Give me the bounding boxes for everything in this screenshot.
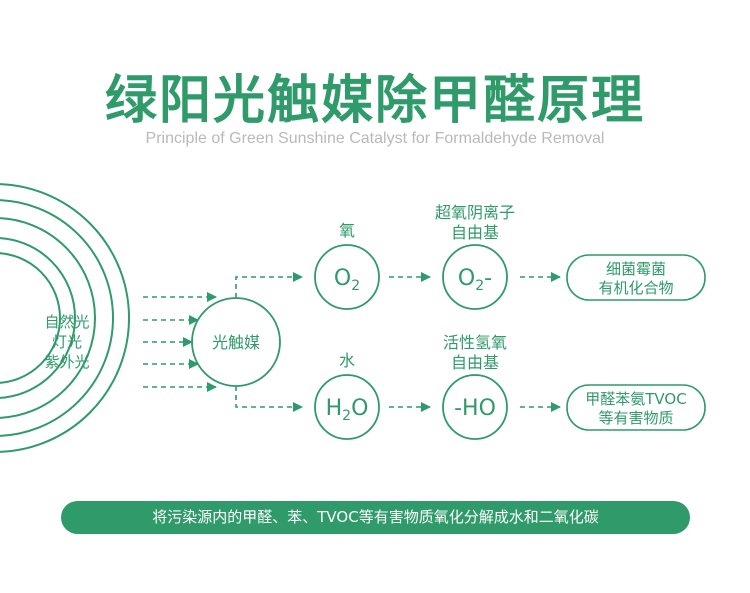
catalyst-branches [235, 272, 303, 412]
oxygen-formula: O2 [334, 266, 360, 294]
oxygen-label: 氧 [339, 221, 355, 240]
target-bacteria-box [566, 254, 706, 301]
hydroxyl-label-line1: 活性氢氧 [443, 333, 507, 352]
hydroxyl-node [442, 374, 508, 440]
water-formula: H2O [326, 396, 369, 424]
light-ring-outer-2 [0, 199, 114, 437]
catalyst-label: 光触媒 [212, 333, 260, 352]
hydroxyl-formula: -HO [454, 396, 496, 421]
light-beams [143, 292, 217, 392]
page-subtitle: Principle of Green Sunshine Catalyst for… [145, 130, 605, 147]
light-source-labels: 自然光 灯光 紫外光 [44, 313, 89, 371]
light-label-uv: 紫外光 [44, 353, 89, 371]
target-formaldehyde-line2: 等有害物质 [598, 409, 673, 427]
superoxide-label-line1: 超氧阴离子 [435, 203, 515, 222]
light-ring-middle [0, 237, 76, 399]
water-node [314, 374, 380, 440]
branch-to-water [235, 386, 303, 412]
target-formaldehyde-box [566, 384, 706, 431]
water-label: 水 [339, 351, 355, 370]
superoxide-node [442, 244, 508, 310]
target-bacteria-line2: 有机化合物 [598, 279, 673, 297]
page-title: 绿阳光触媒除甲醛原理 [104, 71, 645, 131]
superoxide-formula: O2- [458, 266, 492, 294]
light-label-lamp: 灯光 [52, 333, 82, 351]
summary-banner: 将污染源内的甲醛、苯、TVOC等有害物质氧化分解成水和二氧化碳 [61, 501, 690, 534]
oxygen-node [314, 244, 380, 310]
light-ring-inner [0, 252, 61, 384]
light-ring-outer-3 [0, 183, 130, 453]
light-source-rings [0, 183, 130, 453]
superoxide-label-line2: 自由基 [451, 223, 499, 242]
target-formaldehyde-line1: 甲醛苯氨TVOC [585, 390, 686, 408]
light-label-natural: 自然光 [44, 313, 89, 331]
hydroxyl-label-line2: 自由基 [451, 353, 499, 372]
target-bacteria-line1: 细菌霉菌 [606, 260, 666, 278]
light-ring-outer-1 [0, 217, 96, 419]
branch-to-oxygen [235, 272, 303, 298]
